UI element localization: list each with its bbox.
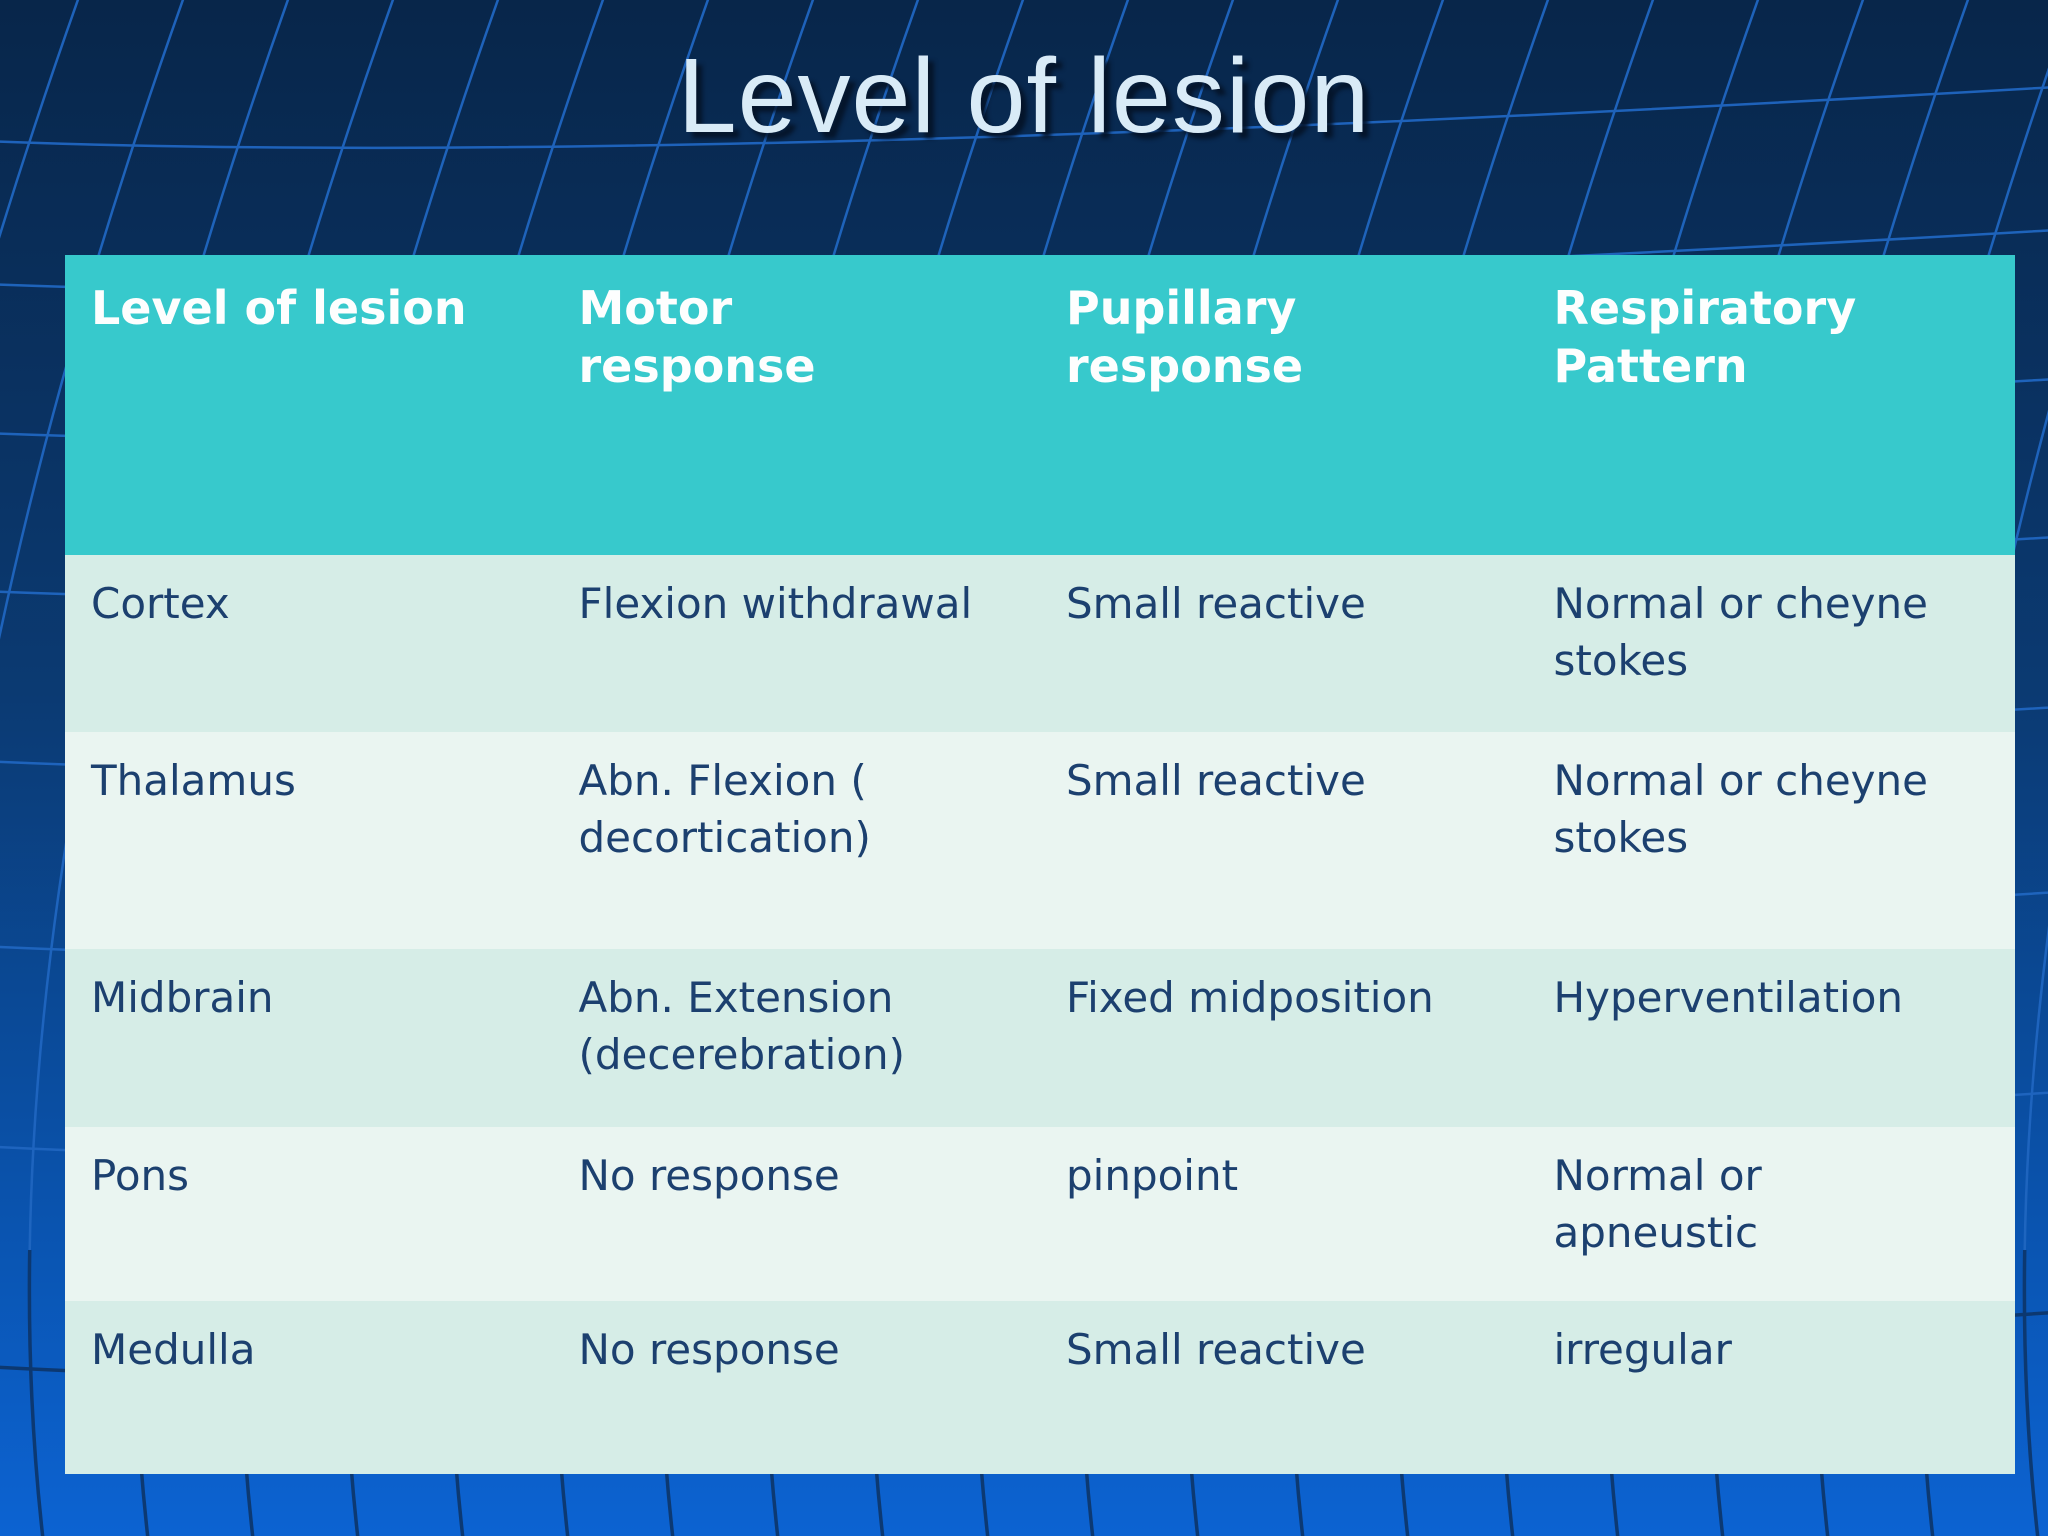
table-cell: pinpoint (1040, 1127, 1528, 1301)
table-cell: No response (552, 1127, 1040, 1301)
table-row: Thalamus Abn. Flexion ( decortication) S… (65, 732, 2015, 949)
table-cell: Abn. Extension (decerebration) (552, 949, 1040, 1127)
table-row: Medulla No response Small reactive irreg… (65, 1301, 2015, 1474)
table-cell: Fixed midposition (1040, 949, 1528, 1127)
table-cell: Hyperventilation (1527, 949, 2015, 1127)
table-cell: Midbrain (65, 949, 553, 1127)
table-cell: Pons (65, 1127, 553, 1301)
table-cell: Abn. Flexion ( decortication) (552, 732, 1040, 949)
table-row: Pons No response pinpoint Normal or apne… (65, 1127, 2015, 1301)
column-header-pupillary-response: Pupillary response (1040, 255, 1528, 555)
table-cell: Medulla (65, 1301, 553, 1474)
table-cell: Normal or cheyne stokes (1527, 555, 2015, 732)
table-row: Midbrain Abn. Extension (decerebration) … (65, 949, 2015, 1127)
table-cell: Small reactive (1040, 1301, 1528, 1474)
table-cell: Thalamus (65, 732, 553, 949)
table-cell: Normal or apneustic (1527, 1127, 2015, 1301)
table-cell: Small reactive (1040, 732, 1528, 949)
table-row: Cortex Flexion withdrawal Small reactive… (65, 555, 2015, 732)
table-cell: irregular (1527, 1301, 2015, 1474)
table-cell: Normal or cheyne stokes (1527, 732, 2015, 949)
table-header-row: Level of lesion Motor response Pupillary… (65, 255, 2015, 555)
column-header-motor-response: Motor response (552, 255, 1040, 555)
lesion-table: Level of lesion Motor response Pupillary… (65, 255, 2015, 1474)
table-cell: Small reactive (1040, 555, 1528, 732)
table-cell: Flexion withdrawal (552, 555, 1040, 732)
column-header-level-of-lesion: Level of lesion (65, 255, 553, 555)
table-cell: Cortex (65, 555, 553, 732)
column-header-respiratory-pattern: Respiratory Pattern (1527, 255, 2015, 555)
slide-title: Level of lesion (677, 37, 1371, 155)
table-cell: No response (552, 1301, 1040, 1474)
